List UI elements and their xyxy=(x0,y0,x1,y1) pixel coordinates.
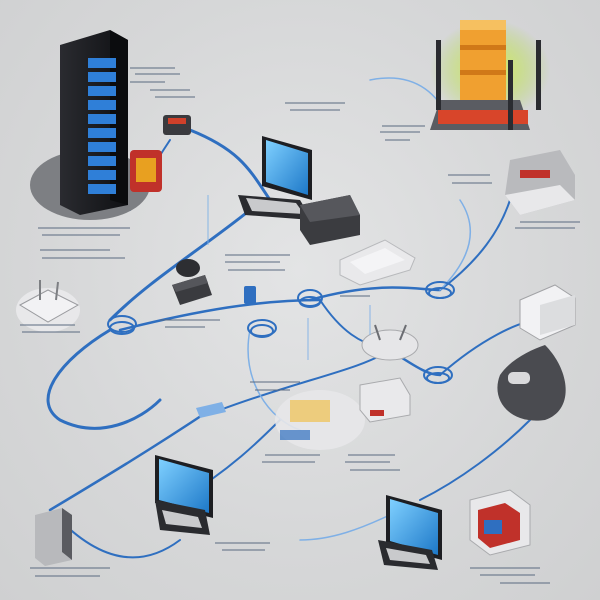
switch-icon xyxy=(196,402,226,418)
mouse-icon xyxy=(497,345,566,421)
monitor-icon xyxy=(378,495,442,570)
wifi-router-icon xyxy=(16,280,80,332)
cable xyxy=(188,128,272,202)
cable-network xyxy=(46,77,541,559)
cable xyxy=(299,509,401,541)
cable xyxy=(439,199,472,291)
cable xyxy=(46,328,162,430)
cable xyxy=(419,419,531,501)
usb-drive-icon xyxy=(244,286,256,304)
mouse-icon xyxy=(176,259,200,277)
cable xyxy=(308,286,442,302)
router-icon xyxy=(361,324,419,361)
cable xyxy=(48,408,212,512)
monitor-icon xyxy=(155,455,213,535)
cable xyxy=(108,208,252,322)
desktop-tower-icon xyxy=(35,508,72,566)
switch-icon xyxy=(172,275,212,305)
cable-coil-icon xyxy=(107,281,455,384)
desktop-tower-icon xyxy=(359,377,411,423)
printer-icon xyxy=(300,195,360,245)
power-adapter-icon xyxy=(163,115,191,135)
server-rack-icon xyxy=(30,30,162,220)
annotation-lines xyxy=(20,67,580,584)
printer-icon xyxy=(505,150,575,215)
signal-beams xyxy=(207,195,371,360)
laptop-icon xyxy=(238,136,312,220)
cable xyxy=(59,519,181,559)
wifi-router-icon xyxy=(430,20,550,130)
device-cluster-icon xyxy=(275,390,365,450)
network-switch-icon xyxy=(519,284,576,341)
scanner-icon xyxy=(339,239,416,286)
server-box-icon xyxy=(469,489,531,556)
cable xyxy=(118,298,322,332)
cable xyxy=(439,199,511,291)
